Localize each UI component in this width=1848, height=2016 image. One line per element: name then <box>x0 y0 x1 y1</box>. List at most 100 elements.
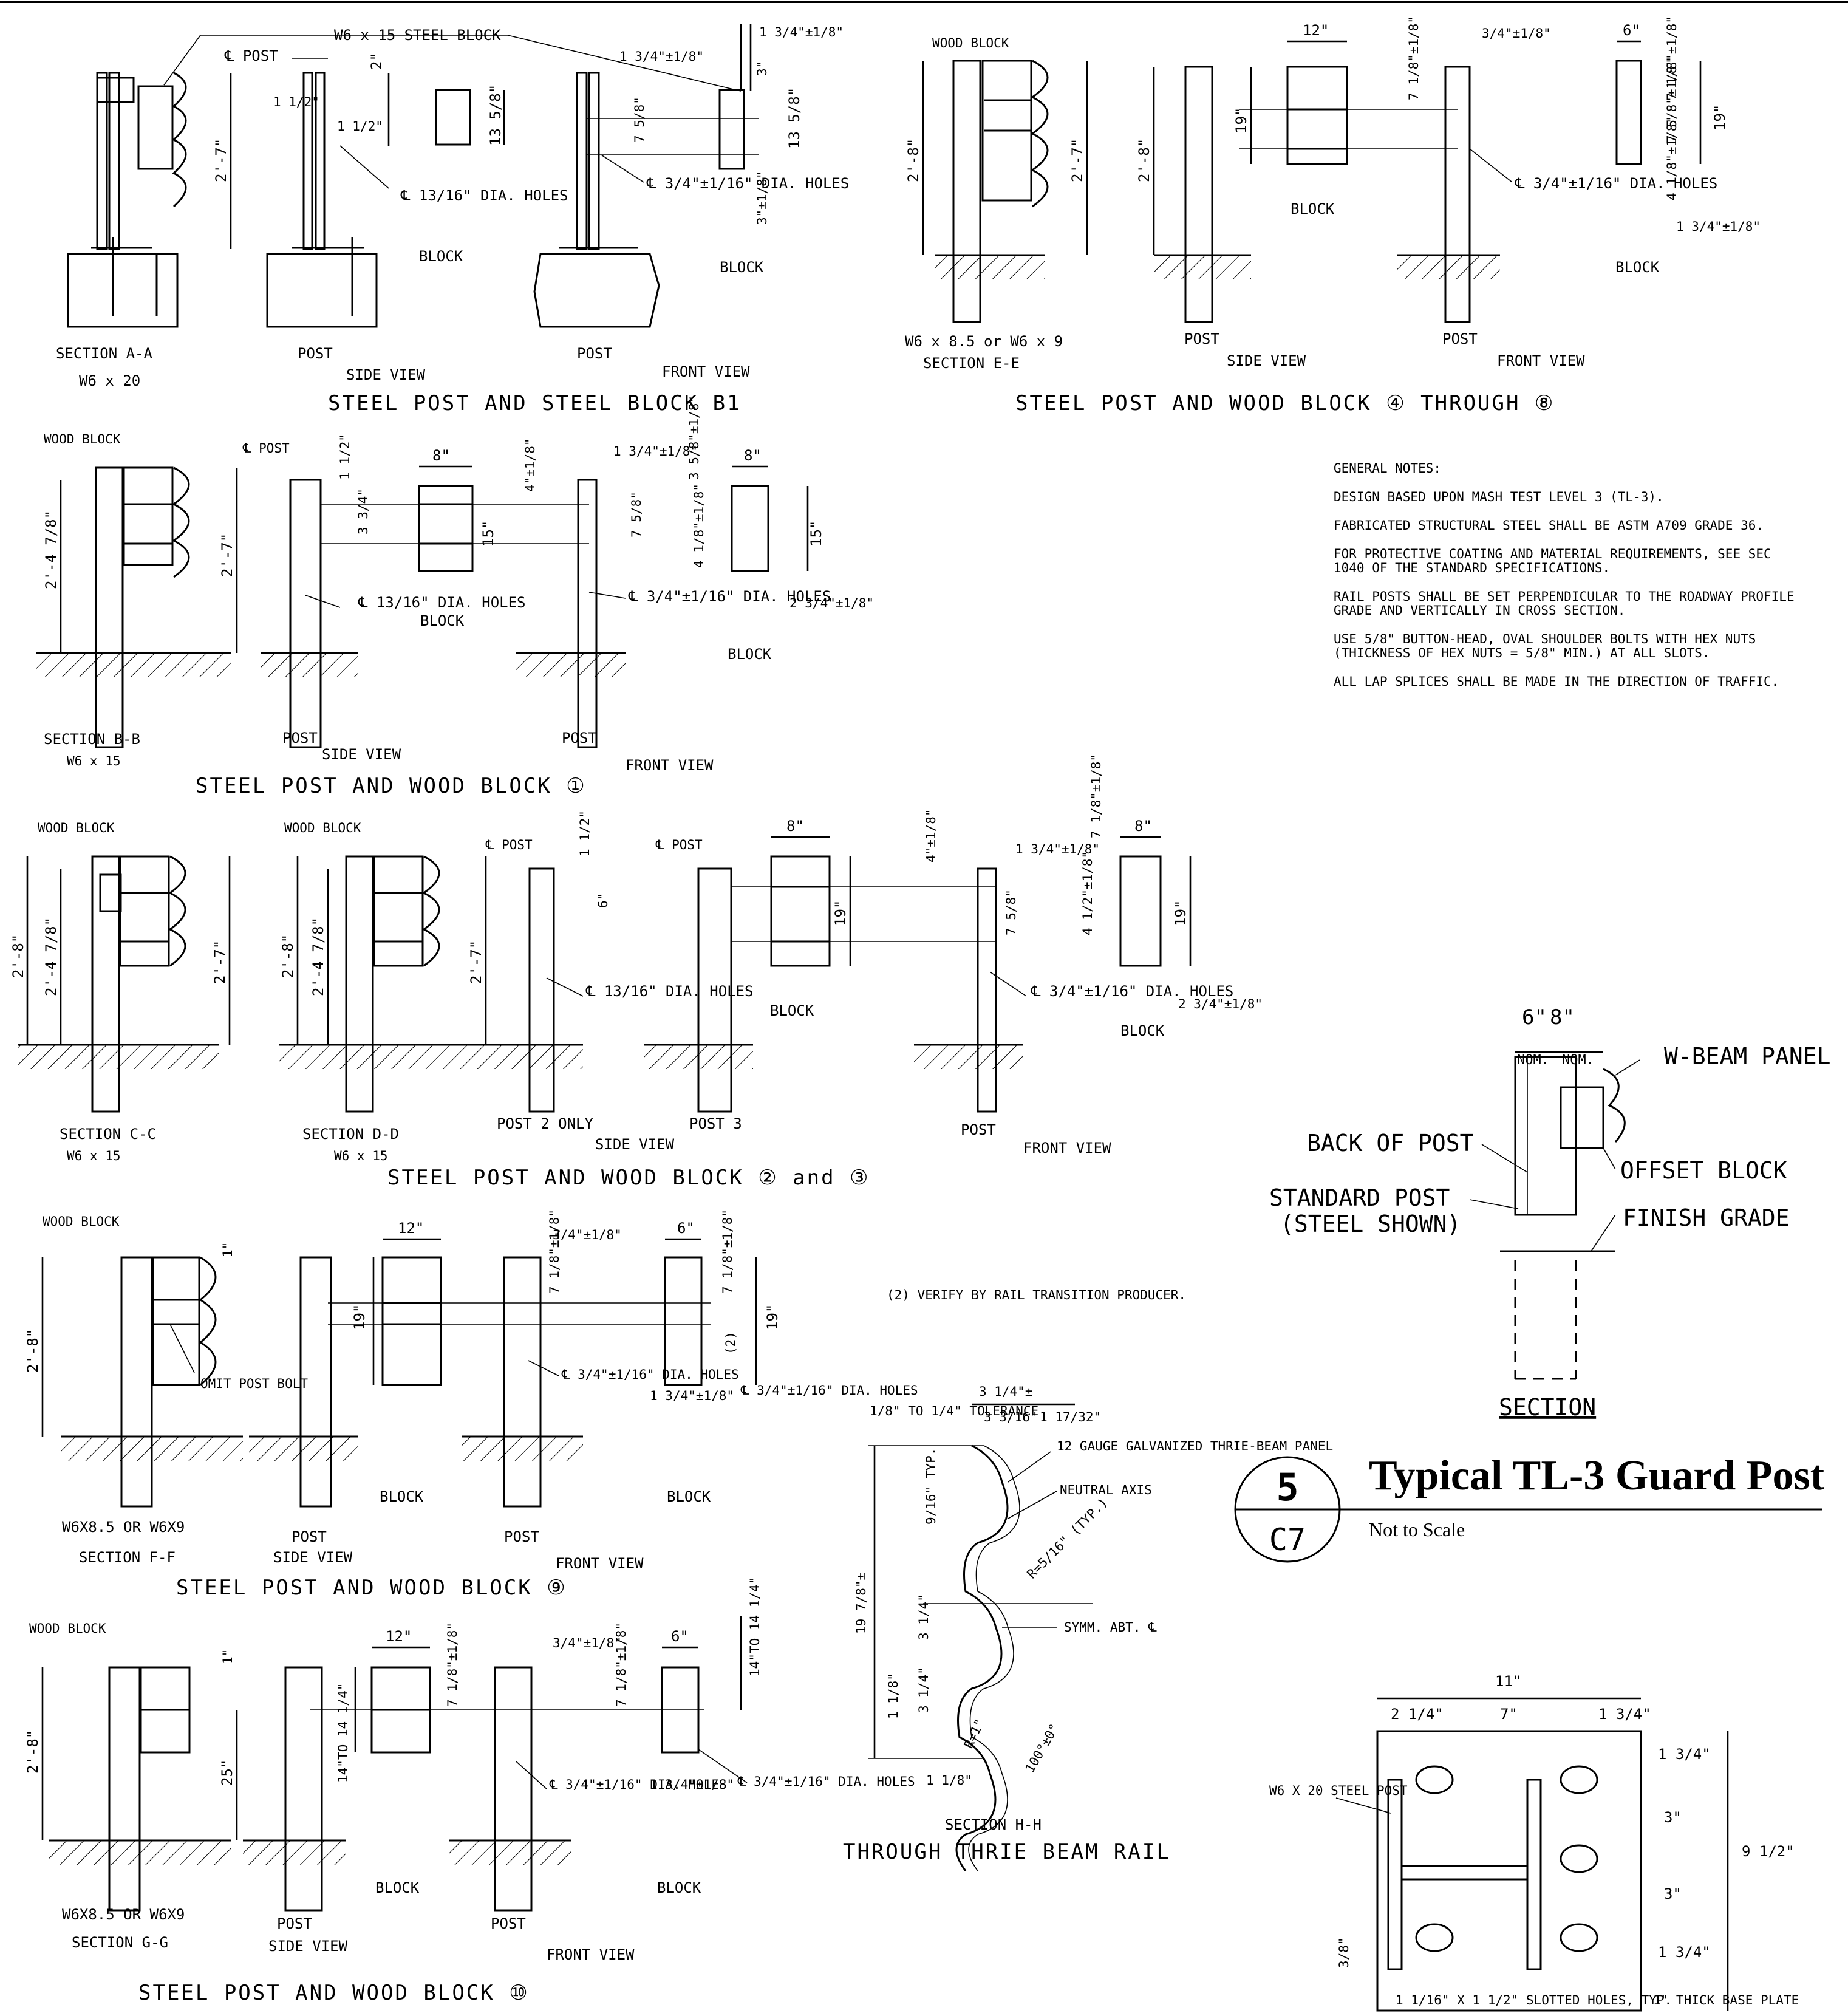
w10-dim-25: 25" <box>219 1760 236 1786</box>
bp-dim-2-14: 2 1/4" <box>1391 1706 1444 1723</box>
bp-dim-7: 7" <box>1500 1706 1518 1723</box>
typ-dim-8: 8" <box>1550 1005 1575 1030</box>
w1-front-post: POST <box>562 730 597 747</box>
w48-dim-19b: 19" <box>1711 104 1728 131</box>
b1-dim-13-5-8a: 13 5/8" <box>487 84 504 146</box>
b1-front-view: FRONT VIEW <box>662 363 750 380</box>
b1-block-label: BLOCK <box>419 248 463 265</box>
w9-side-view: SIDE VIEW <box>273 1549 353 1566</box>
w1-dim-2-478: 2'-4 7/8" <box>43 510 60 589</box>
w9-post: POST <box>292 1528 327 1545</box>
section-a-a-size: W6 x 20 <box>79 372 140 389</box>
thrie-r1: R=1" <box>961 1717 987 1751</box>
w23-post2: POST 2 ONLY <box>497 1115 593 1132</box>
w23-dim-4: 4"±1/8" <box>924 808 938 863</box>
bp-dim-1-34a: 1 3/4" <box>1598 1706 1651 1723</box>
w48-dim-2-7: 2'-7" <box>1069 138 1086 182</box>
w48-dim-4-18: 4 1/8"±1/8" <box>1665 116 1679 200</box>
w48-front-view: FRONT VIEW <box>1497 352 1585 369</box>
section-a-a-drawing: 2'-7" <box>67 72 232 328</box>
thrie-dim-19-78: 19 7/8"± <box>854 1573 868 1634</box>
bp-slots: 1 1/16" X 1 1/2" SLOTTED HOLES, TYP. <box>1396 1993 1672 2007</box>
w9-wood-block: WOOD BLOCK <box>43 1214 120 1229</box>
w10-wood-block: WOOD BLOCK <box>29 1621 106 1636</box>
w23-dim-2-8a: 2'-8" <box>10 934 27 978</box>
b1-front-post: 1 3/4"±1/8" 1 3/4"±1/8" 3" 7 5/8" 13 5/8… <box>533 24 849 328</box>
b1-side-view: SIDE VIEW <box>346 366 426 383</box>
w10-post-size: W6X8.5 OR W6X9 <box>62 1906 185 1923</box>
typ-section: SECTION <box>1499 1394 1596 1421</box>
w10-side-view: SIDE VIEW <box>268 1938 348 1955</box>
b1-dim-1-75b: 1 3/4"±1/8" <box>759 25 844 39</box>
w9-title: STEEL POST AND WOOD BLOCK ⑨ <box>176 1576 567 1600</box>
w1-dim-3-34: 3 3/4" <box>356 488 370 535</box>
w1-front-block: BLOCK <box>728 646 772 663</box>
thrie-title: THROUGH THRIE BEAM RAIL <box>843 1840 1171 1864</box>
notes-heading: GENERAL NOTES: <box>1334 461 1442 476</box>
b1-dim-13-5-8b: 13 5/8" <box>786 87 803 149</box>
w10-dim-1: 1" <box>220 1649 235 1664</box>
w23-front-block: BLOCK <box>1120 1022 1165 1039</box>
w48-dim-2-8a: 2'-8" <box>905 138 922 182</box>
w9-dim-2-8: 2'-8" <box>24 1329 41 1373</box>
typ-w-beam: W-BEAM PANEL <box>1664 1043 1831 1070</box>
w23-section-d: SECTION D-D <box>302 1126 399 1143</box>
w1-section: SECTION B-B <box>44 731 140 748</box>
w10-front-block: BLOCK <box>657 1879 701 1896</box>
typ-steel-shown: (STEEL SHOWN) <box>1280 1211 1461 1237</box>
section-a-a-label: SECTION A-A <box>56 345 152 362</box>
w1-side-view: SIDE VIEW <box>322 746 401 763</box>
w23-wood-block-d: WOOD BLOCK <box>284 821 361 835</box>
typ-back-of-post: BACK OF POST <box>1307 1130 1474 1157</box>
w23-cl-post-a: ℄ POST <box>485 838 533 852</box>
thrie-section: SECTION H-H <box>945 1816 1042 1833</box>
w23-cl-post-b: ℄ POST <box>655 838 703 852</box>
w10-dim-14a: 14"TO 14 1/4" <box>336 1683 350 1783</box>
thrie-neutral: NEUTRAL AXIS <box>1060 1483 1152 1497</box>
w23-dim-2-7b: 2'-7" <box>468 940 485 984</box>
wood23-view: 2'-8" 2'-4 7/8" 2'-7" WOOD BLOCK SECTION… <box>10 754 1263 1190</box>
bp-dim-11: 11" <box>1495 1673 1521 1690</box>
b1-dim-3b: 3"±1/8" <box>755 171 769 225</box>
thrie-dim-1-18b: 1 1/8" <box>926 1773 972 1788</box>
b1-dim-2-7: 2'-7" <box>213 138 230 182</box>
w48-dim-6: 6" <box>1623 22 1640 39</box>
w1-title: STEEL POST AND WOOD BLOCK ① <box>196 774 587 798</box>
thrie-view: 19 7/8"± 3 1/4"± 3 3/16" 1 17/32" 1/8" T… <box>843 1384 1333 1871</box>
b1-block-end <box>435 89 471 146</box>
b1-dim-2: 2" <box>368 52 385 70</box>
note-2: FABRICATED STRUCTURAL STEEL SHALL BE AST… <box>1334 518 1764 533</box>
b1-post-label: POST <box>298 345 333 362</box>
w10-dim-12: 12" <box>386 1628 412 1645</box>
w9-block: BLOCK <box>380 1488 424 1505</box>
w1-dim-8b: 8" <box>744 447 762 464</box>
w23-dim-2-478a: 2'-4 7/8" <box>43 917 60 996</box>
w23-dim-2-7a: 2'-7" <box>211 940 228 984</box>
typ-offset-block: OFFSET BLOCK <box>1620 1157 1787 1184</box>
w23-dim-6: 6" <box>596 893 610 908</box>
w10-section: SECTION G-G <box>72 1934 168 1951</box>
w10-dim-1-34: 1 3/4"±1/8" <box>650 1777 734 1792</box>
w1-dim-1-5: 1 1/2" <box>338 434 352 480</box>
bp-dim-1-34c: 1 3/4" <box>1658 1944 1711 1961</box>
w23-dim-1-34: 1 3/4"±1/8" <box>1015 842 1100 856</box>
w9-hole-b: ℄ 3/4"±1/16" DIA. HOLES <box>740 1383 918 1398</box>
w10-dim-2-8: 2'-8" <box>24 1730 41 1774</box>
w9-post-size: W6X8.5 OR W6X9 <box>62 1519 185 1536</box>
typ-nom-a: NOM. <box>1517 1053 1549 1068</box>
w9-dim-7-18b: 7 1/8"±1/8" <box>720 1209 735 1294</box>
thrie-panel: 12 GAUGE GALVANIZED THRIE-BEAM PANEL <box>1057 1439 1333 1454</box>
w23-wood-block-c: WOOD BLOCK <box>38 821 115 835</box>
wood10-view: 2'-8" 25" 1" WOOD BLOCK W6X8.5 OR W6X9 S… <box>24 1577 915 2005</box>
w48-dim-34: 3/4"±1/8" <box>1482 26 1551 41</box>
w1-dim-2-34: 2 3/4"±1/8" <box>789 596 874 610</box>
b1-hole-34: ℄ 3/4"±1/16" DIA. HOLES <box>646 175 849 192</box>
general-notes: GENERAL NOTES: DESIGN BASED UPON MASH TE… <box>1334 462 1807 703</box>
b1-front-post-label: POST <box>577 345 612 362</box>
thrie-dim-3-14b: 3 1/4" <box>916 1667 931 1713</box>
thrie-dim-1-18a: 1 1/8" <box>886 1673 901 1719</box>
w1-dim-4-18: 4 1/8"±1/8" <box>692 483 706 568</box>
b1-view: 2'-7" SECTION A-A W6 x 20 W6 x 15 STEEL … <box>56 24 849 415</box>
bp-weld: 3/8" <box>1337 1937 1351 1968</box>
w1-dim-3-58: 3 5/8"±1/8" <box>687 395 701 480</box>
